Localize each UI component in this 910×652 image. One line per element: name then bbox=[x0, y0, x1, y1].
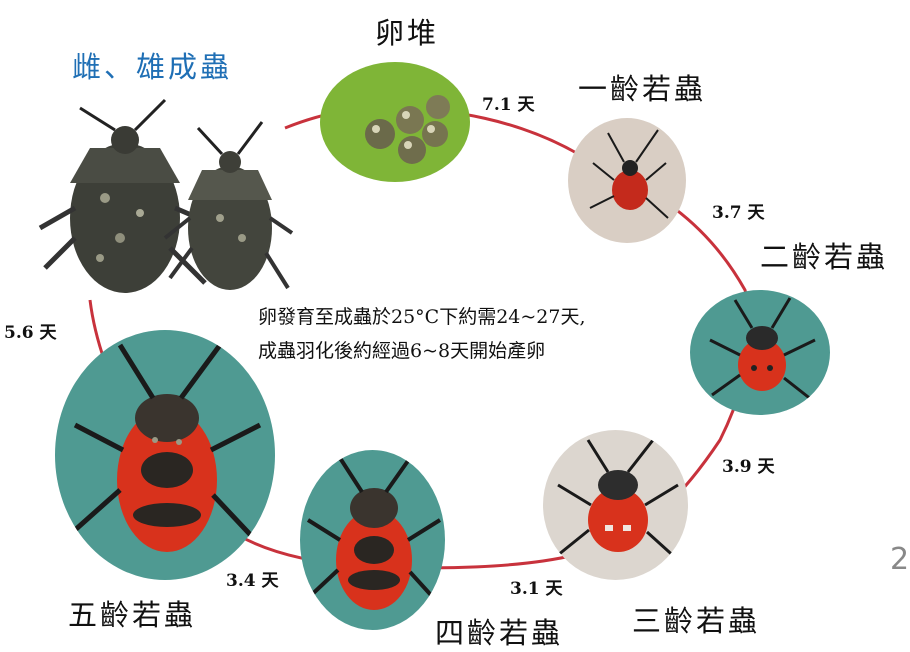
stage-label-instar1: 一齡若蟲 bbox=[578, 72, 707, 106]
male-bug-image bbox=[163, 121, 294, 290]
duration-instar3-to-instar4: 3.1 天 bbox=[510, 579, 563, 599]
stage-label-instar4: 四齡若蟲 bbox=[435, 616, 564, 650]
egg-mass-photo bbox=[320, 62, 470, 182]
stage-label-adult: 雌、雄成蟲 bbox=[72, 50, 233, 84]
female-bug-image bbox=[38, 98, 211, 293]
duration-instar2-to-instar3: 3.9 天 bbox=[722, 457, 775, 477]
stage-label-instar5: 五齡若蟲 bbox=[68, 598, 197, 632]
instar1-photo bbox=[568, 118, 686, 243]
instar3-photo bbox=[543, 430, 688, 580]
page-number: 2 bbox=[890, 542, 910, 577]
stage-label-instar2: 二齡若蟲 bbox=[760, 240, 889, 274]
duration-instar1-to-instar2: 3.7 天 bbox=[712, 203, 765, 223]
instar2-photo bbox=[690, 290, 830, 415]
instar5-photo bbox=[55, 330, 275, 580]
duration-instar5-to-adult: 5.6 天 bbox=[4, 323, 57, 343]
development-caption: 卵發育至成蟲於25°C下約需24~27天, 成蟲羽化後約經過6~8天開始產卵 bbox=[258, 300, 698, 368]
instar4-photo bbox=[300, 450, 445, 630]
duration-instar4-to-instar5: 3.4 天 bbox=[226, 571, 279, 591]
caption-line-1: 卵發育至成蟲於25°C下約需24~27天, bbox=[258, 306, 586, 328]
stage-label-instar3: 三齡若蟲 bbox=[632, 604, 761, 638]
duration-egg-to-instar1: 7.1 天 bbox=[482, 95, 535, 115]
stage-label-egg: 卵堆 bbox=[375, 16, 440, 50]
caption-line-2: 成蟲羽化後約經過6~8天開始產卵 bbox=[258, 340, 546, 362]
adult-bugs-photo bbox=[30, 88, 295, 303]
